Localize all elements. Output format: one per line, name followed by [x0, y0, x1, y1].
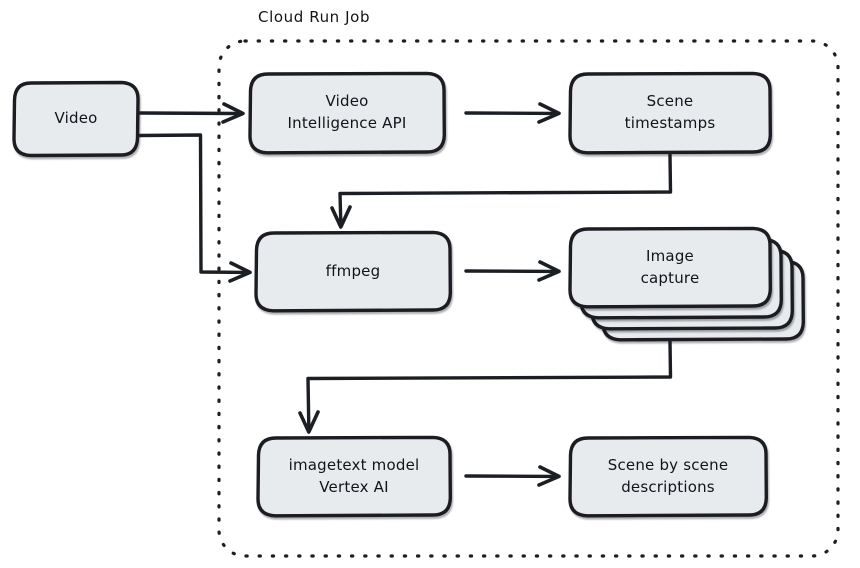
node-image-capture — [568, 226, 805, 342]
edge-image-capture-to-imagetext — [298, 339, 673, 434]
cloud-run-job-title: Cloud Run Job — [258, 8, 371, 26]
node-video-intelligence-api — [248, 71, 446, 155]
edge-video-to-api — [138, 102, 245, 124]
edge-ffmpeg-to-image-capture — [464, 260, 561, 282]
node-imagetext-model-vertex-ai — [256, 435, 452, 518]
edge-api-to-timestamps — [464, 102, 561, 124]
node-scene-timestamps — [568, 71, 772, 155]
node-scene-by-scene-descriptions — [568, 435, 768, 518]
node-ffmpeg — [254, 230, 452, 313]
edge-imagetext-to-descriptions — [464, 465, 561, 487]
node-video — [12, 80, 140, 158]
edge-video-to-ffmpeg — [138, 133, 252, 283]
edge-timestamps-to-ffmpeg — [330, 153, 673, 229]
